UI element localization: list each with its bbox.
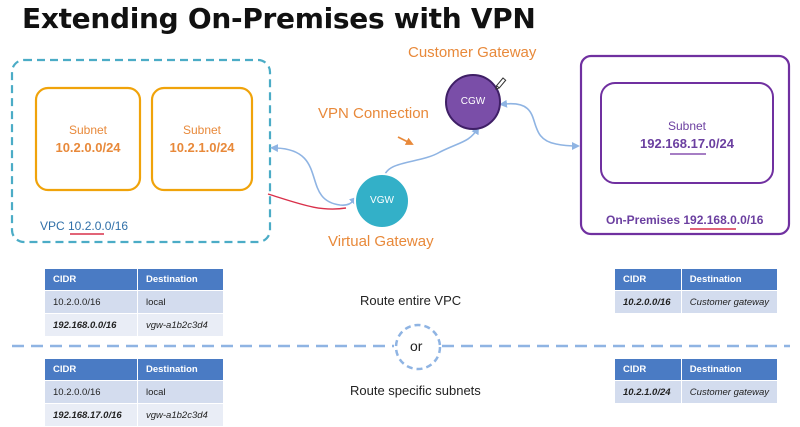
table-row: 192.168.0.0/16 vgw-a1b2c3d4 [44, 313, 224, 337]
cgw-node [445, 74, 501, 130]
vgw-short-label: VGW [370, 195, 394, 206]
vpn-tunnel-line [380, 126, 479, 184]
table-cell: Customer gateway [680, 380, 779, 404]
table-cell: Customer gateway [680, 290, 779, 314]
column-header: Destination [137, 268, 224, 291]
page-title: Extending On-Premises with VPN [22, 2, 536, 35]
table-cell: local [137, 290, 224, 314]
column-header: Destination [680, 268, 779, 291]
table-cell: 192.168.0.0/16 [44, 313, 138, 337]
vpc-route-table-top: CIDR Destination 10.2.0.0/16 local 192.1… [44, 268, 224, 337]
table-row: 192.168.17.0/16 vgw-a1b2c3d4 [44, 403, 224, 427]
onprem-subnet-cidr: 192.168.17.0/24 [640, 136, 734, 151]
onprem-label: On-Premises 192.168.0.0/16 [606, 213, 764, 227]
column-header: CIDR [44, 358, 138, 381]
vpc-container [10, 58, 272, 244]
table-row: 10.2.1.0/24 Customer gateway [614, 380, 779, 404]
table-cell: 10.2.0.0/16 [614, 290, 682, 314]
vpn-label-pointer [397, 136, 414, 145]
column-header: Destination [680, 358, 779, 381]
table-cell: vgw-a1b2c3d4 [137, 313, 224, 337]
column-header: CIDR [614, 268, 682, 291]
onprem-route-table-top: CIDR Destination 10.2.0.0/16 Customer ga… [614, 268, 779, 314]
onprem-subnet-text: Subnet 192.168.17.0/24 [601, 118, 773, 152]
cgw-text-wrap: CGW [446, 96, 500, 107]
subnet-b-text: Subnet 10.2.1.0/24 [152, 122, 252, 156]
table-cell: 192.168.17.0/16 [44, 403, 138, 427]
route-specific-label: Route specific subnets [350, 383, 481, 398]
table-cell: 10.2.0.0/16 [44, 290, 138, 314]
vgw-text-wrap: VGW [355, 195, 409, 206]
table-cell: 10.2.0.0/16 [44, 380, 138, 404]
red-annotation-stroke [267, 193, 347, 210]
pencil-icon [495, 77, 507, 90]
table-cell: vgw-a1b2c3d4 [137, 403, 224, 427]
subnet-a-label: Subnet [68, 123, 108, 137]
subnet-b-box [150, 86, 254, 192]
cgw-caption: Customer Gateway [408, 44, 537, 61]
cgw-to-onprem-connector [499, 99, 580, 150]
table-row: 10.2.0.0/16 local [44, 380, 224, 404]
column-header: CIDR [614, 358, 682, 381]
column-header: Destination [137, 358, 224, 381]
vpc-route-table-bottom: CIDR Destination 10.2.0.0/16 local 192.1… [44, 358, 224, 427]
subnet-a-text: Subnet 10.2.0.0/24 [36, 122, 140, 156]
onprem-container [579, 54, 791, 236]
route-entire-label: Route entire VPC [360, 293, 462, 308]
or-label: or [410, 338, 423, 354]
subnet-b-cidr: 10.2.1.0/24 [169, 140, 235, 155]
table-row: 10.2.0.0/16 local [44, 290, 224, 314]
diagram-canvas [10, 54, 791, 371]
column-header: CIDR [44, 268, 138, 291]
vgw-caption: Virtual Gateway [328, 233, 434, 250]
table-row: 10.2.0.0/16 Customer gateway [614, 290, 779, 314]
subnet-b-label: Subnet [182, 123, 222, 137]
subnet-a-cidr: 10.2.0.0/24 [55, 140, 121, 155]
table-cell: 10.2.1.0/24 [614, 380, 682, 404]
onprem-subnet-box [600, 82, 774, 184]
onprem-route-table-bottom: CIDR Destination 10.2.1.0/24 Customer ga… [614, 358, 779, 404]
vpc-label: VPC 10.2.0.0/16 [40, 219, 129, 233]
vgw-node [354, 173, 410, 229]
subnet-a-box [34, 86, 142, 192]
vpn-connection-label: VPN Connection [318, 105, 429, 122]
vpc-to-vgw-connector [270, 144, 358, 206]
or-circle [394, 323, 442, 371]
table-cell: local [137, 380, 224, 404]
onprem-subnet-label: Subnet [667, 119, 707, 133]
cgw-short-label: CGW [460, 96, 486, 107]
